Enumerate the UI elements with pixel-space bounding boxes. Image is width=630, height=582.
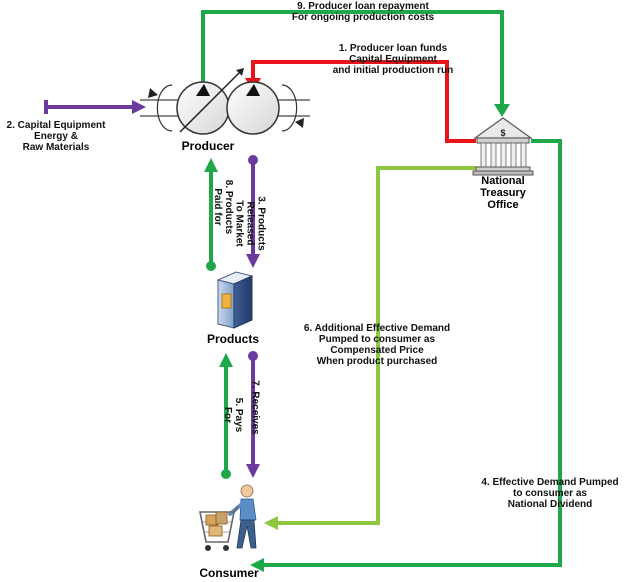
flow-9-arrow bbox=[201, 10, 510, 117]
producer-gears-icon bbox=[140, 68, 310, 135]
flow-2-arrow bbox=[44, 100, 146, 114]
flow-5-label: 5. Pays For bbox=[222, 397, 244, 433]
producer-label: Producer bbox=[181, 139, 235, 153]
flow-6-label: 6. Additional Effective Demand Pumped to… bbox=[303, 323, 451, 367]
flow-7-arrow bbox=[246, 351, 260, 478]
flow-2-label: 2. Capital Equipment Energy & Raw Materi… bbox=[6, 120, 106, 153]
flow-3-label: 3. Products Released To Market bbox=[233, 196, 267, 251]
consumer-cart-icon bbox=[199, 484, 257, 551]
flow-4-label: 4. Effective Demand Pumped to consumer a… bbox=[481, 477, 619, 510]
flow-8-arrow bbox=[204, 158, 218, 271]
flow-6-arrow bbox=[264, 166, 476, 530]
products-box-icon bbox=[216, 271, 254, 329]
treasury-building-icon: $ bbox=[472, 117, 534, 176]
treasury-symbol: $ bbox=[500, 128, 505, 138]
flow-5-arrow bbox=[219, 353, 233, 479]
flow-7-label: 7. Receives bbox=[249, 380, 261, 435]
products-label: Products bbox=[206, 332, 259, 346]
flow-1-label: 1. Producer loan funds Capital Equipment… bbox=[332, 43, 454, 76]
flow-3-arrow bbox=[246, 155, 260, 268]
flow-9-label: 9. Producer loan repayment For ongoing p… bbox=[291, 1, 435, 23]
consumer-label: Consumer bbox=[199, 566, 259, 580]
flow-8-label: 8. Products Paid for bbox=[212, 179, 234, 235]
treasury-label: National Treasury Office bbox=[480, 175, 526, 211]
flow-4-arrow bbox=[250, 139, 562, 572]
